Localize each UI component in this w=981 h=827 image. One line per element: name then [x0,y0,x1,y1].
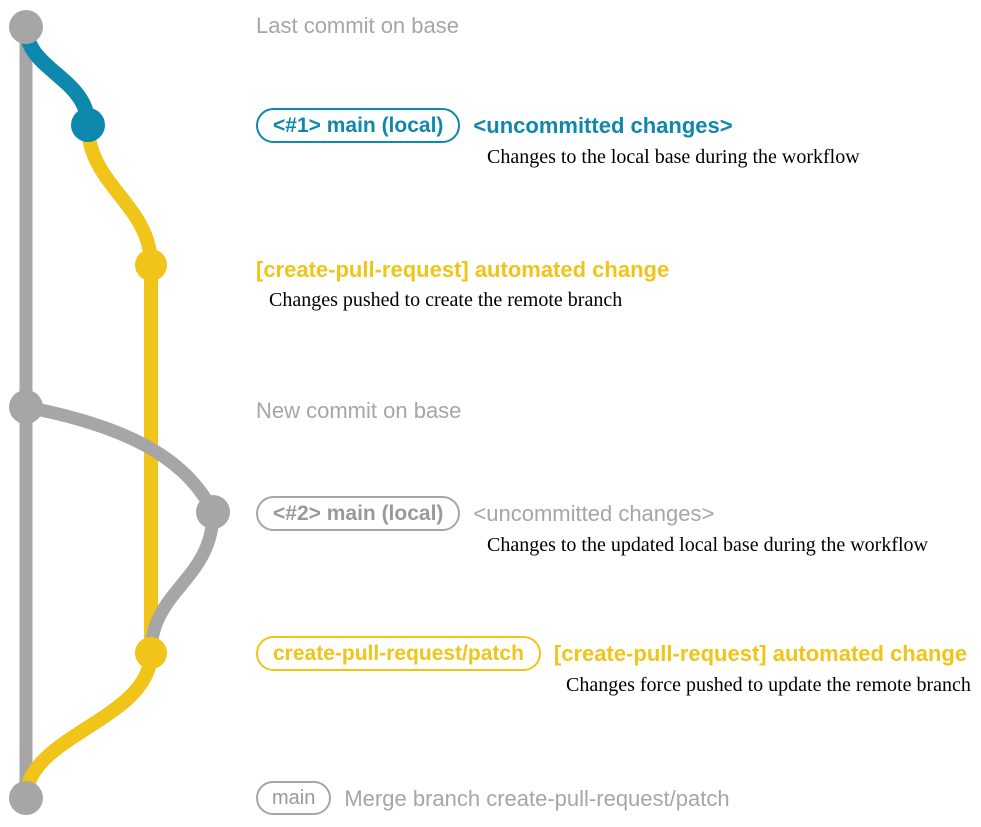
commit-node-base-new [9,390,43,424]
commit-node-remote-2 [135,637,167,669]
commit-message-local-2: <uncommitted changes> [473,501,715,526]
row-local-uncommitted-2: <#2> main (local) <uncommitted changes> [256,496,714,531]
commit-node-local-1 [71,108,105,142]
local-branch-path [18,19,96,133]
commit-node-base-last [9,10,43,44]
commit-description-remote-2: Changes force pushed to update the remot… [566,674,971,696]
commit-message-local-1: <uncommitted changes> [473,113,733,138]
heading-new-commit-on-base: New commit on base [256,398,462,423]
row-local-uncommitted-1: <#1> main (local) <uncommitted changes> [256,108,733,143]
commit-message-merge: Merge branch create-pull-request/patch [344,786,730,811]
commit-description-local-1: Changes to the local base during the wor… [487,146,860,168]
commit-message-remote-1: [create-pull-request] automated change [256,257,670,282]
commit-node-local-2 [196,495,230,529]
commit-node-base-merge [9,781,43,815]
row-remote-branch-updated: create-pull-request/patch [create-pull-r… [256,636,967,671]
remote-branch-path [81,118,158,660]
heading-last-commit-on-base: Last commit on base [256,13,459,38]
branch-pill-create-pull-request-patch[interactable]: create-pull-request/patch [256,636,541,671]
commit-node-remote-1 [135,249,167,281]
row-merge-into-base: main Merge branch create-pull-request/pa… [256,781,730,816]
branch-pill-main-local-1[interactable]: <#1> main (local) [256,108,461,143]
branch-pill-main-local-2[interactable]: <#2> main (local) [256,496,461,531]
local-updated-merge-path [144,505,220,660]
commit-message-remote-2: [create-pull-request] automated change [553,641,968,666]
commit-description-remote-1: Changes pushed to create the remote bran… [269,289,623,311]
commit-description-local-2: Changes to the updated local base during… [487,534,928,556]
local-updated-branch-path [19,400,220,519]
remote-merge-path [19,646,158,805]
branch-pill-main[interactable]: main [256,781,332,815]
